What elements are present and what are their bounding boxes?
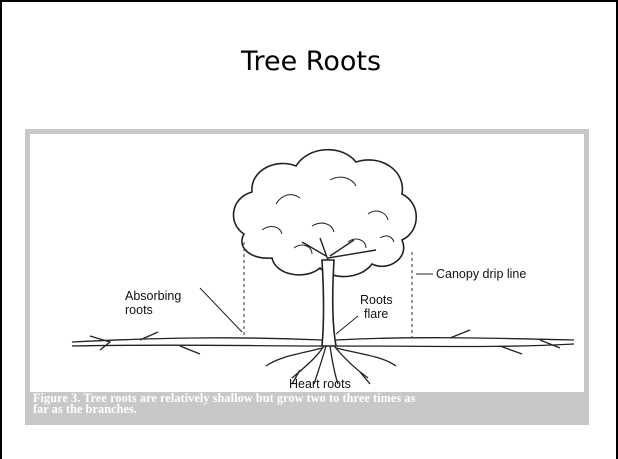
label-canopy-drip-line: Canopy drip line	[436, 267, 527, 281]
label-roots-flare-line1: Roots	[360, 293, 393, 307]
tree-canopy	[232, 148, 417, 278]
tree-roots-figure: Canopy drip line Absorbing roots Roots f…	[25, 129, 589, 425]
heart-roots	[265, 345, 397, 385]
figure-drawing-area: Canopy drip line Absorbing roots Roots f…	[30, 134, 584, 392]
tree-branches	[301, 237, 377, 261]
label-heart-roots: Heart roots	[289, 377, 351, 391]
label-absorbing-roots-line1: Absorbing	[125, 289, 182, 303]
figure-caption: Figure 3. Tree roots are relatively shal…	[33, 391, 583, 416]
tree-trunk	[321, 259, 337, 347]
figure-caption-line2: far as the branches.	[33, 402, 138, 416]
figure-caption-line1: Figure 3. Tree roots are relatively shal…	[33, 391, 416, 405]
ground-roots	[71, 329, 575, 355]
label-roots-flare-line2: flare	[364, 307, 389, 321]
slide-title: Tree Roots	[240, 46, 382, 77]
leader-lines	[199, 273, 433, 335]
label-absorbing-roots-line2: roots	[125, 303, 153, 317]
tree-illustration	[71, 148, 575, 385]
canopy-drip-lines	[243, 242, 413, 337]
